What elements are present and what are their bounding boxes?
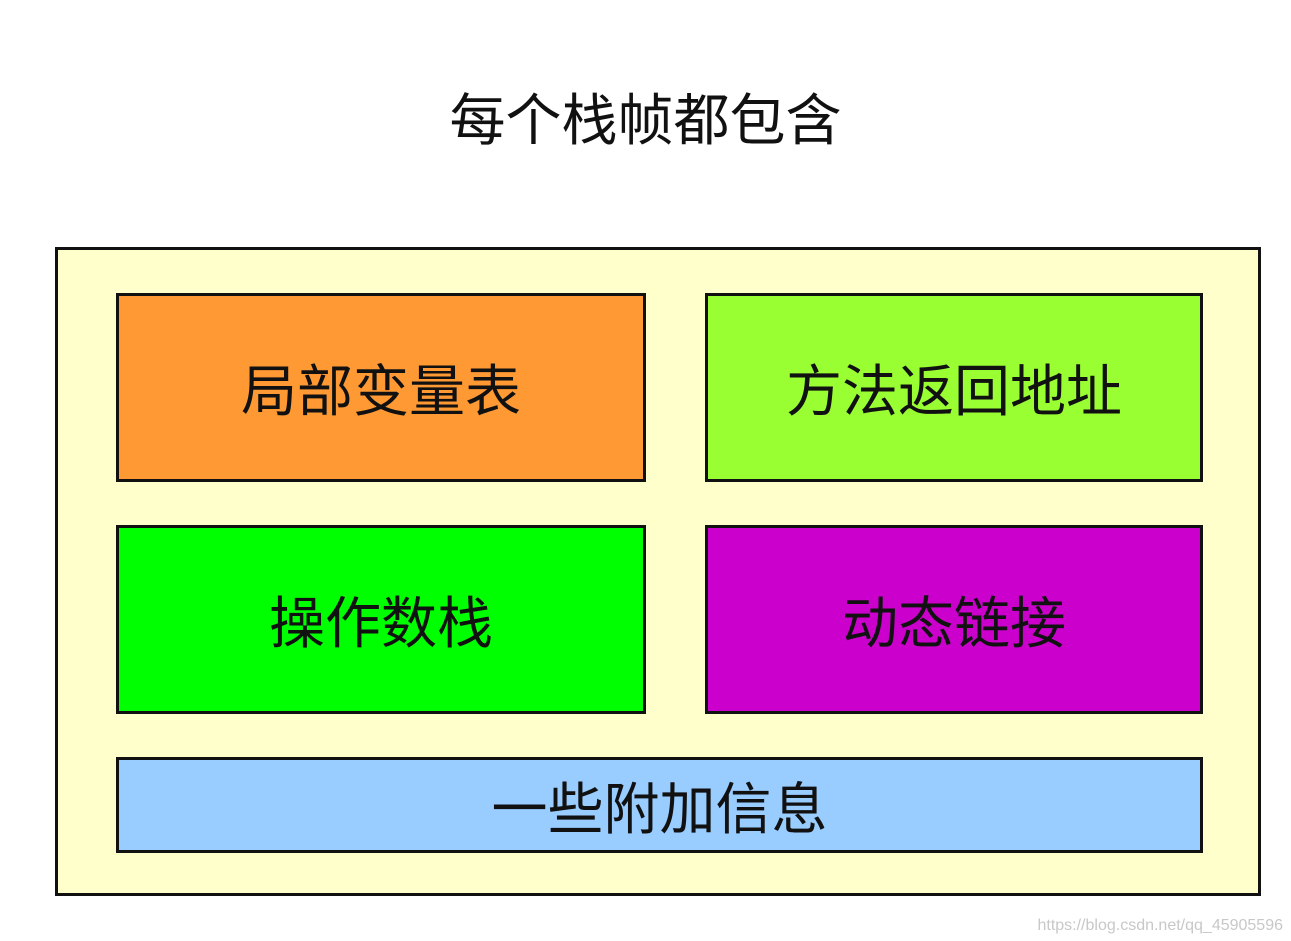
local-variable-table-box: 局部变量表 [116,293,646,482]
local-variable-table-label: 局部变量表 [241,360,521,425]
watermark: https://blog.csdn.net/qq_45905596 [1037,917,1283,934]
method-return-address-box: 方法返回地址 [705,293,1203,482]
operand-stack-box: 操作数栈 [116,525,646,714]
dynamic-linking-label: 动态链接 [842,592,1066,657]
method-return-address-label: 方法返回地址 [786,360,1122,425]
additional-info-label: 一些附加信息 [491,777,828,843]
additional-info-box: 一些附加信息 [116,757,1203,853]
operand-stack-label: 操作数栈 [269,592,493,657]
diagram-title: 每个栈帧都包含 [449,89,842,154]
dynamic-linking-box: 动态链接 [705,525,1203,714]
